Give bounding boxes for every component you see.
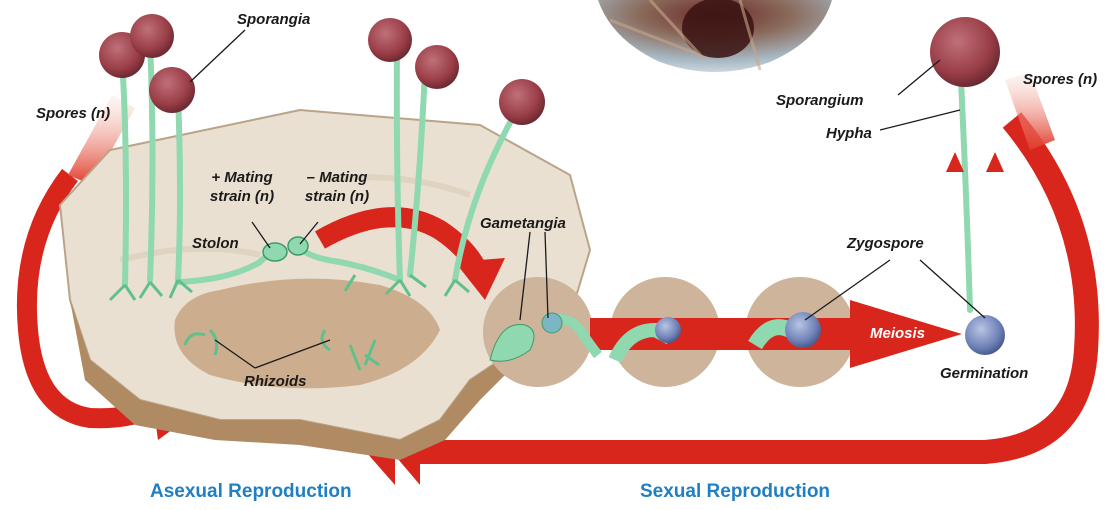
asexual-reproduction-heading: Asexual Reproduction: [150, 481, 352, 503]
stolon-label: Stolon: [192, 234, 239, 253]
zygospore-label: Zygospore: [847, 234, 924, 253]
plus-mating-strain-label: + Mating strain (n): [200, 168, 284, 206]
minus-mating-line1: – Mating: [295, 168, 379, 187]
plus-strain-tip: [263, 243, 287, 261]
spores-right-label: Spores (n): [1023, 70, 1097, 89]
minus-mating-line2: strain (n): [295, 187, 379, 206]
meiosis-label: Meiosis: [870, 324, 925, 343]
hypha-label: Hypha: [826, 124, 872, 143]
germination-label: Germination: [940, 364, 1028, 383]
rhizoids-label: Rhizoids: [244, 372, 307, 391]
gametangia-label: Gametangia: [480, 214, 566, 233]
sporangia-label: Sporangia: [237, 10, 310, 29]
germinating-zygospore: [965, 315, 1005, 355]
plus-mating-line1: + Mating: [200, 168, 284, 187]
plus-mating-line2: strain (n): [200, 187, 284, 206]
growth-arrows: [946, 152, 1004, 225]
sexual-reproduction-heading: Sexual Reproduction: [640, 481, 830, 503]
spores-left-label: Spores (n): [36, 104, 110, 123]
sporangia-heads: [99, 14, 1000, 125]
sporangium-label: Sporangium: [776, 91, 864, 110]
micrograph-photo: [598, 0, 832, 72]
minus-mating-strain-label: – Mating strain (n): [295, 168, 379, 206]
minus-strain-tip: [288, 237, 308, 255]
